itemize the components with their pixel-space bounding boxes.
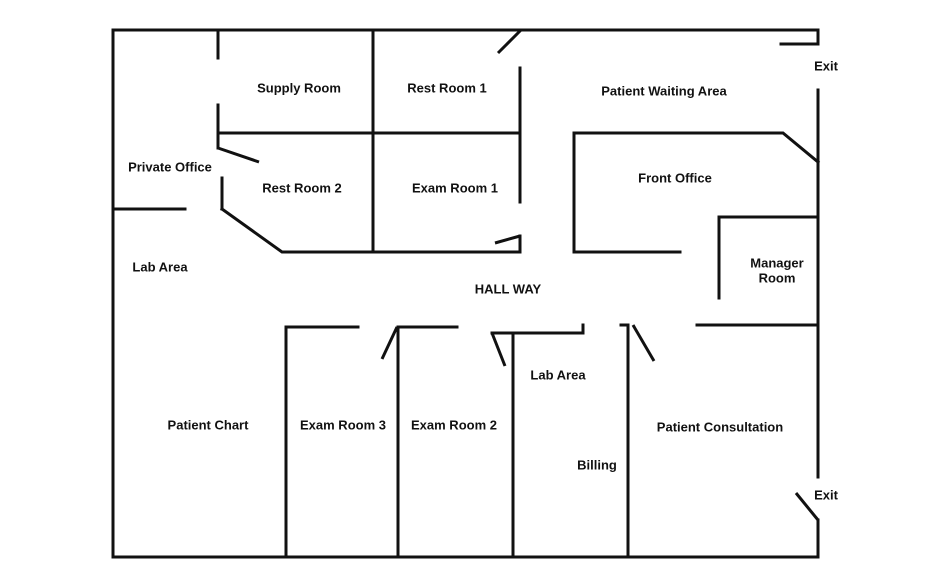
label-supply-room: Supply Room <box>257 80 341 95</box>
door-consultation[interactable] <box>631 324 656 362</box>
label-front-office: Front Office <box>638 170 712 185</box>
label-hall-way: HALL WAY <box>475 281 542 296</box>
label-lab-area-left: Lab Area <box>132 259 188 274</box>
label-private-office: Private Office <box>128 159 212 174</box>
label-rest-room-2: Rest Room 2 <box>262 180 341 195</box>
label-manager-room-line2: Room <box>759 270 796 285</box>
interior-walls <box>111 28 821 559</box>
door-exit-bottom[interactable] <box>794 492 820 521</box>
label-rest-room-1: Rest Room 1 <box>407 80 486 95</box>
door-restroom2[interactable] <box>217 146 260 164</box>
wall-lab-center <box>490 323 585 335</box>
wall-consultation-left <box>619 323 630 559</box>
label-patient-chart: Patient Chart <box>168 417 250 432</box>
door-exam3[interactable] <box>380 326 399 360</box>
label-exam-room-3: Exam Room 3 <box>300 417 386 432</box>
outer-wall-top <box>111 28 820 46</box>
label-billing: Billing <box>577 457 617 472</box>
doors <box>217 28 820 521</box>
door-restroom1[interactable] <box>496 28 523 55</box>
wall-restroom2-diagonal <box>219 206 522 254</box>
room-labels: Supply Room Rest Room 1 Patient Waiting … <box>128 58 839 502</box>
door-exam2[interactable] <box>490 332 507 367</box>
wall-exam2 <box>396 325 459 559</box>
label-exam-room-1: Exam Room 1 <box>412 180 498 195</box>
label-exit-top: Exit <box>814 58 839 73</box>
wall-front-office <box>572 131 821 254</box>
label-manager-room-line1: Manager <box>750 255 803 270</box>
wall-manager-room <box>717 215 820 300</box>
label-exit-bottom: Exit <box>814 487 839 502</box>
label-patient-consultation: Patient Consultation <box>657 419 783 434</box>
outer-walls <box>111 28 820 559</box>
label-patient-waiting-area: Patient Waiting Area <box>601 83 727 98</box>
wall-exam3 <box>284 325 360 559</box>
outer-wall-left <box>111 28 820 559</box>
door-exam1[interactable] <box>494 234 521 245</box>
label-exam-room-2: Exam Room 2 <box>411 417 497 432</box>
label-lab-area-center: Lab Area <box>530 367 586 382</box>
